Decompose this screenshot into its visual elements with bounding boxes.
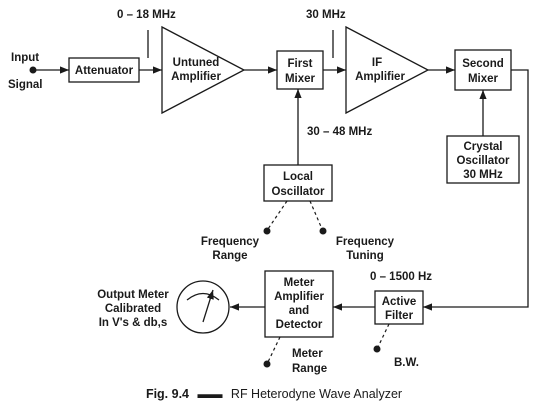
freq-lo-range: 30 – 48 MHz — [307, 126, 372, 138]
freq-range-link — [267, 200, 288, 230]
output-meter-label-3: In V's & db,s — [99, 317, 168, 329]
freq-tuning-label-2: Tuning — [346, 250, 383, 262]
second-mixer-label-1: Second — [462, 58, 504, 70]
figure-separator: ▬▬ — [197, 387, 223, 401]
local-oscillator-label-2: Oscillator — [271, 186, 325, 198]
freq-tuning-label-1: Frequency — [336, 236, 395, 248]
if-amplifier-label-1: IF — [372, 57, 382, 69]
figure-caption: Fig. 9.4 ▬▬ RF Heterodyne Wave Analyzer — [146, 385, 402, 402]
figure-title: RF Heterodyne Wave Analyzer — [231, 387, 402, 401]
untuned-amplifier-block — [161, 25, 246, 115]
second-mixer-label-2: Mixer — [468, 73, 499, 85]
output-meter-label-1: Output Meter — [97, 289, 169, 301]
output-meter-dial — [176, 280, 230, 334]
freq-tuning-knob — [319, 227, 327, 235]
freq-input-range: 0 – 18 MHz — [117, 9, 176, 21]
meter-amplifier-label-2: Amplifier — [274, 291, 324, 303]
untuned-amplifier-label-1: Untuned — [173, 57, 220, 69]
if-amplifier-block — [345, 25, 430, 115]
figure-number: Fig. 9.4 — [146, 387, 189, 401]
local-oscillator-block — [263, 164, 333, 202]
active-filter-label-1: Active — [382, 296, 417, 308]
meter-range-link — [267, 336, 281, 363]
freq-range-label-2: Range — [212, 250, 247, 262]
crystal-oscillator-label-3: 30 MHz — [463, 169, 503, 181]
first-mixer-label-2: Mixer — [285, 73, 316, 85]
first-mixer-label-1: First — [288, 58, 313, 70]
freq-range-knob — [263, 227, 271, 235]
meter-amplifier-block — [264, 270, 334, 338]
input-label: Input — [11, 52, 39, 64]
crystal-oscillator-block — [446, 135, 520, 184]
bw-link — [377, 323, 390, 348]
untuned-amplifier-label-2: Amplifier — [171, 71, 221, 83]
wire-mixer2-filter — [423, 69, 529, 311]
meter-amplifier-label-1: Meter — [284, 277, 315, 289]
freq-range-label-1: Frequency — [201, 236, 260, 248]
meter-amplifier-label-3: and — [289, 305, 309, 317]
meter-range-label-1: Meter — [292, 348, 323, 360]
bw-knob — [373, 345, 381, 353]
freq-if: 30 MHz — [306, 9, 346, 21]
crystal-oscillator-label-2: Oscillator — [456, 155, 510, 167]
output-meter-label-2: Calibrated — [105, 303, 161, 315]
meter-amplifier-label-4: Detector — [276, 319, 323, 331]
freq-filter-range: 0 – 1500 Hz — [370, 271, 432, 283]
attenuator-label: Attenuator — [75, 65, 134, 77]
output-meter-scale — [186, 292, 220, 301]
bw-label: B.W. — [394, 357, 419, 369]
meter-range-label-2: Range — [292, 363, 327, 375]
meter-range-knob — [263, 360, 271, 368]
crystal-oscillator-label-1: Crystal — [464, 141, 503, 153]
freq-tuning-link — [309, 200, 323, 230]
active-filter-label-2: Filter — [385, 310, 414, 322]
if-amplifier-label-2: Amplifier — [355, 71, 405, 83]
output-meter-needle — [202, 289, 214, 323]
local-oscillator-label-1: Local — [283, 171, 313, 183]
active-filter-block — [374, 290, 424, 325]
signal-label: Signal — [8, 79, 43, 91]
